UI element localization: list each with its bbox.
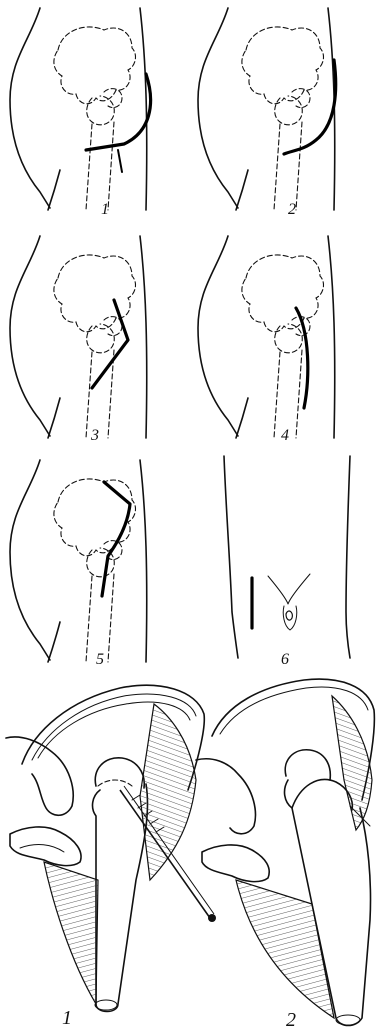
incision-line bbox=[284, 60, 336, 154]
panel-2-hip-figure bbox=[198, 8, 336, 210]
hip-joint-figure-1 bbox=[6, 685, 216, 1011]
panel-1-label: 1 bbox=[101, 201, 109, 218]
hip-figure-1-label: 1 bbox=[62, 1007, 72, 1029]
panel-6-anterior-figure bbox=[224, 456, 350, 658]
panel-4-hip-figure bbox=[198, 236, 335, 438]
incision-line bbox=[86, 74, 151, 150]
panel-2-label: 2 bbox=[288, 201, 296, 218]
panel-6-label: 6 bbox=[281, 651, 289, 668]
panel-3-hip-figure bbox=[10, 236, 147, 438]
incision-line bbox=[92, 300, 128, 388]
panel-5-hip-figure bbox=[10, 460, 147, 662]
panel-5-label: 5 bbox=[96, 651, 104, 668]
hip-figure-2-label: 2 bbox=[286, 1009, 296, 1031]
panel-1-hip-figure bbox=[10, 8, 151, 210]
panel-3-label: 3 bbox=[90, 427, 99, 444]
panel-4-label: 4 bbox=[281, 427, 289, 444]
hip-joint-figure-2 bbox=[196, 679, 374, 1025]
